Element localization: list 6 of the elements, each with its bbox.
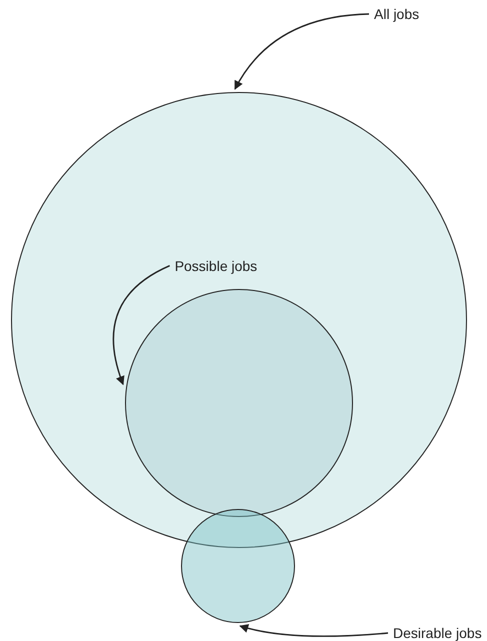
set-label: Desirable jobs — [393, 625, 482, 641]
leader-arrow — [239, 624, 388, 637]
leader-arrow — [112, 265, 170, 386]
set-label: All jobs — [374, 6, 420, 22]
leader-arrow — [234, 13, 370, 90]
set-label: Possible jobs — [174, 258, 258, 274]
